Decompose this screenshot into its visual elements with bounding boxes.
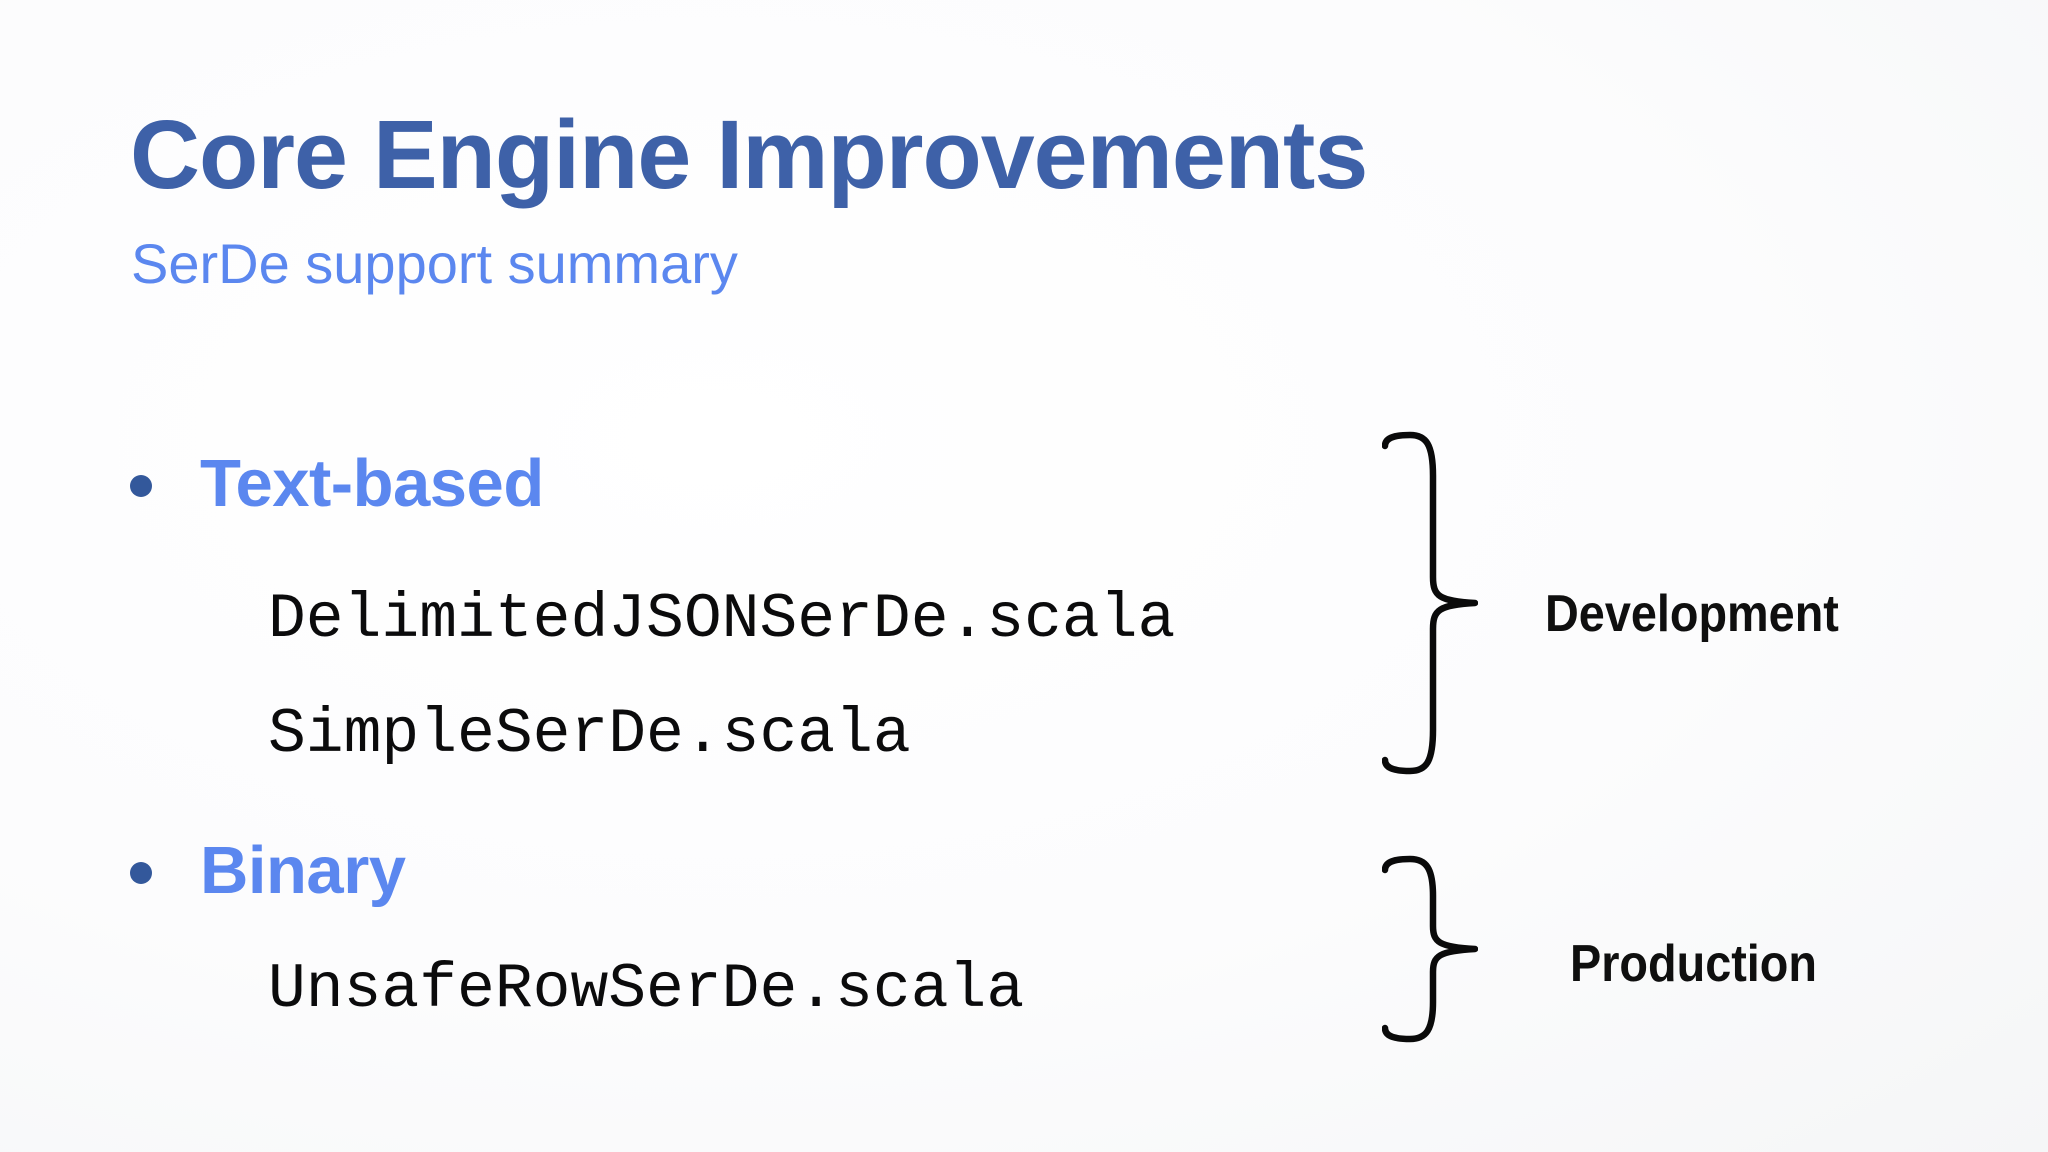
- development-group-brace-icon: [1382, 431, 1478, 775]
- code-file-delimited-json-serde: DelimitedJSONSerDe.scala: [268, 584, 1176, 655]
- code-file-unsafe-row-serde: UnsafeRowSerDe.scala: [268, 954, 1025, 1025]
- slide-subtitle: SerDe support summary: [131, 232, 738, 295]
- group-label-production: Production: [1570, 935, 1817, 993]
- bullet-label-text-based: Text-based: [200, 446, 544, 521]
- bullet-label-binary: Binary: [200, 833, 406, 908]
- group-label-development: Development: [1545, 585, 1839, 643]
- bullet-dot-icon: [130, 475, 152, 497]
- slide-title: Core Engine Improvements: [130, 100, 1368, 209]
- production-group-brace-icon: [1382, 855, 1478, 1043]
- code-file-simple-serde: SimpleSerDe.scala: [268, 699, 911, 770]
- bullet-dot-icon: [130, 862, 152, 884]
